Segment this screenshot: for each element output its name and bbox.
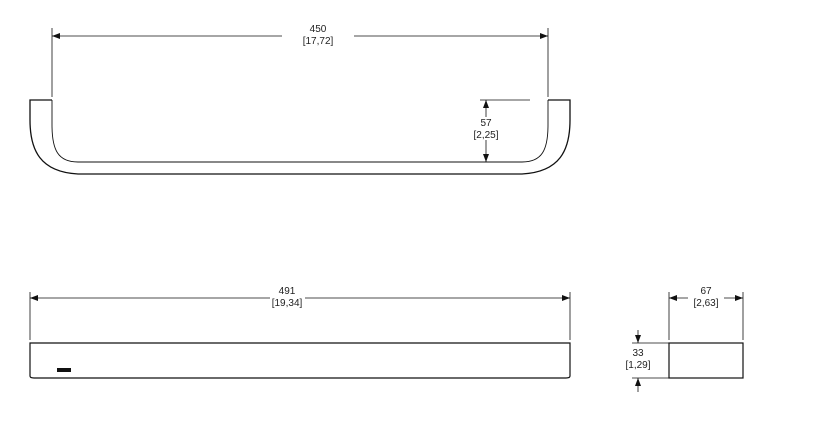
length-mm-label: 491	[279, 286, 296, 297]
top-view: 450 [17,72] 57 [2,25]	[29, 24, 571, 175]
towel-bar-outline-front	[29, 342, 571, 379]
front-view: 491 [19,34]	[29, 286, 571, 379]
side-width-dimension: 67 [2,63]	[668, 286, 744, 340]
depth-dimension: 57 [2,25]	[473, 99, 530, 162]
towel-bar-outline-top	[29, 99, 571, 175]
length-inch-label: [19,34]	[272, 298, 303, 309]
length-dimension: 491 [19,34]	[29, 286, 571, 340]
height-inch-label: [1,29]	[625, 360, 650, 371]
towel-bar-inner-top	[51, 100, 549, 163]
width-mm-label: 450	[310, 24, 327, 35]
depth-inch-label: [2,25]	[473, 130, 498, 141]
towel-bar-outline-side	[668, 342, 744, 379]
width-dimension: 450 [17,72]	[51, 24, 549, 97]
side-width-mm-label: 67	[700, 286, 712, 297]
width-inch-label: [17,72]	[303, 36, 334, 47]
height-dimension: 33 [1,29]	[625, 330, 669, 392]
side-width-inch-label: [2,63]	[693, 298, 718, 309]
height-mm-label: 33	[632, 348, 644, 359]
logo-mark	[57, 368, 71, 372]
side-view: 67 [2,63] 33 [1,29]	[625, 286, 744, 392]
depth-mm-label: 57	[480, 118, 492, 129]
